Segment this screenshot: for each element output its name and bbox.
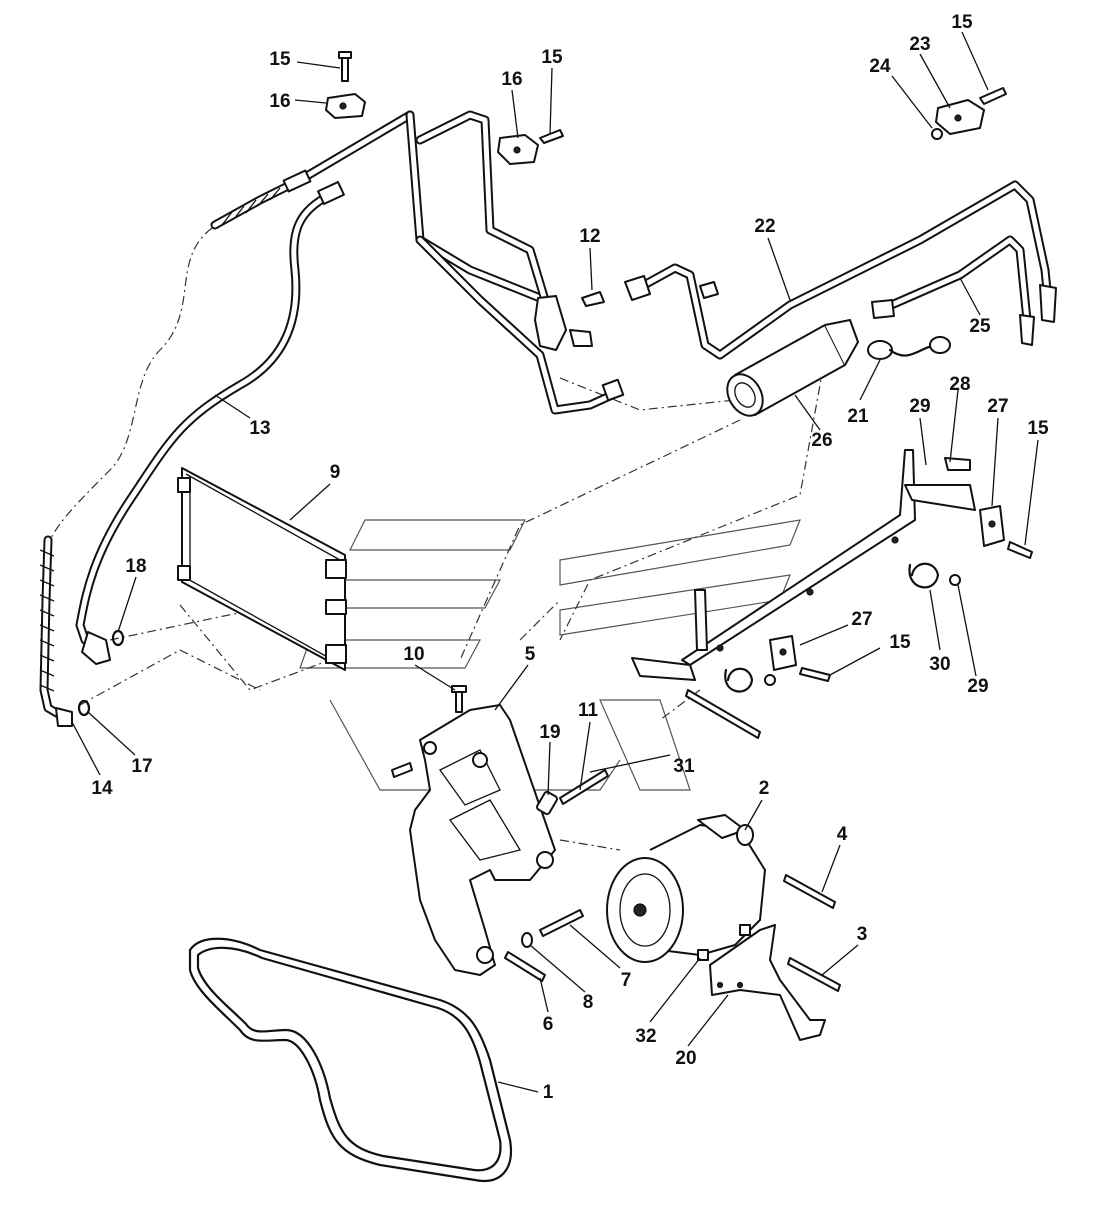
callout-27-b: 27 xyxy=(851,609,872,630)
pressure-switch-21 xyxy=(867,336,951,360)
clip-30 xyxy=(724,562,961,693)
callout-15-e: 15 xyxy=(889,632,911,653)
callout-13: 13 xyxy=(249,418,270,439)
callout-17: 17 xyxy=(131,756,152,777)
belt-1 xyxy=(188,937,513,1183)
callout-12: 12 xyxy=(579,226,600,247)
receiver-drier-26 xyxy=(726,319,859,417)
callout-15-d: 15 xyxy=(1027,418,1049,439)
bolt-31 xyxy=(685,689,761,739)
callout-15-a: 15 xyxy=(269,49,291,70)
tube-upper xyxy=(405,110,625,415)
tube-22 xyxy=(624,180,1057,360)
clamp-27-left xyxy=(769,635,831,682)
sleeve-19-bolt-11 xyxy=(536,769,609,816)
callout-10: 10 xyxy=(403,644,424,665)
callout-14: 14 xyxy=(91,778,113,799)
callout-7: 7 xyxy=(621,970,632,991)
callout-22: 22 xyxy=(754,216,775,237)
callout-20: 20 xyxy=(675,1048,696,1069)
callout-31: 31 xyxy=(673,756,695,777)
callout-32: 32 xyxy=(635,1026,656,1047)
callout-15-c: 15 xyxy=(951,12,973,33)
callout-18: 18 xyxy=(125,556,146,577)
hose-14 xyxy=(39,110,415,727)
compressor-2 xyxy=(606,814,766,963)
condenser-9 xyxy=(177,467,347,671)
callout-24: 24 xyxy=(869,56,891,77)
callout-30: 30 xyxy=(929,654,950,675)
callout-1: 1 xyxy=(543,1082,554,1103)
callout-4: 4 xyxy=(837,824,848,845)
callout-15-b: 15 xyxy=(541,47,563,68)
callout-21: 21 xyxy=(847,406,869,427)
clamp-23 xyxy=(931,87,1007,140)
callout-29-a: 29 xyxy=(909,396,930,417)
hose-13 xyxy=(75,181,345,665)
callout-25: 25 xyxy=(969,316,991,337)
callout-2: 2 xyxy=(759,778,770,799)
callout-3: 3 xyxy=(857,924,868,945)
callout-16-a: 16 xyxy=(269,91,290,112)
compressor-bracket-5 xyxy=(391,685,556,976)
bracket-rail xyxy=(631,449,976,681)
callout-19: 19 xyxy=(539,722,560,743)
callout-26: 26 xyxy=(811,430,832,451)
callout-27-a: 27 xyxy=(987,396,1008,417)
clamp-16-mid xyxy=(497,129,564,165)
bracket-20 xyxy=(709,924,826,1041)
leader-lines xyxy=(71,31,1039,1093)
callout-labels: 15 16 15 16 15 23 24 12 22 25 13 21 28 2… xyxy=(91,12,1049,1103)
tube-25 xyxy=(871,235,1035,346)
assembly-dash-lines xyxy=(49,227,831,851)
callout-5: 5 xyxy=(525,644,536,665)
bolts xyxy=(504,874,841,992)
callout-28: 28 xyxy=(949,374,970,395)
callout-23: 23 xyxy=(909,34,930,55)
callout-16-b: 16 xyxy=(501,69,522,90)
callout-29-b: 29 xyxy=(967,676,988,697)
callout-6: 6 xyxy=(543,1014,554,1035)
clamp-16-top xyxy=(325,51,366,119)
callout-9: 9 xyxy=(330,462,341,483)
callout-8: 8 xyxy=(583,992,594,1013)
callout-11: 11 xyxy=(578,700,599,721)
clamp-27-right xyxy=(979,505,1033,559)
